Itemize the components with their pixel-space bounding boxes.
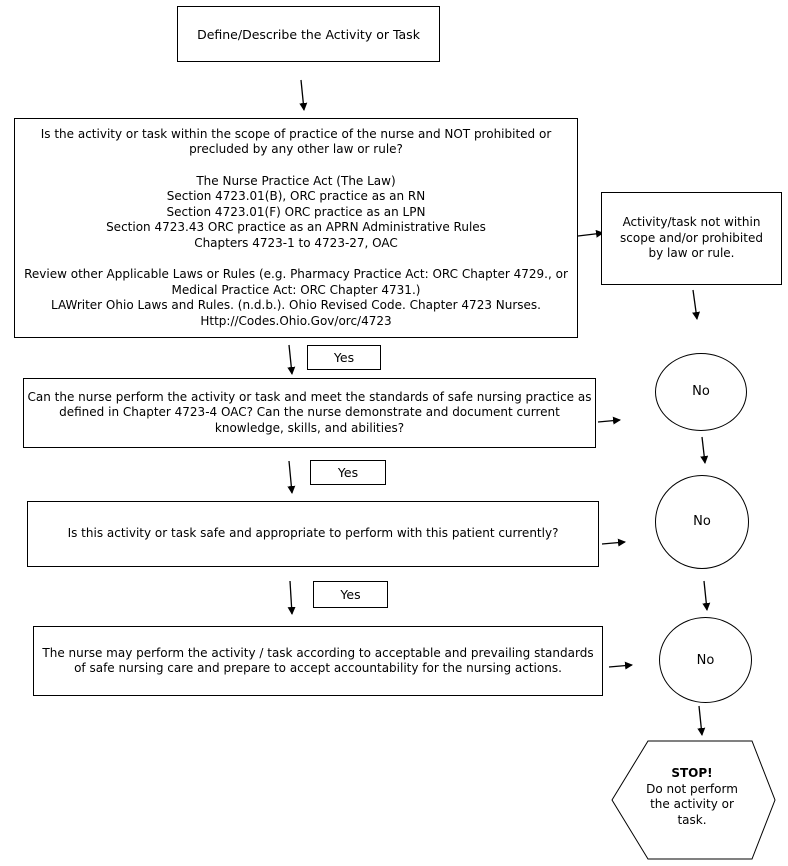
- no-ellipse-3: No: [659, 617, 752, 703]
- arrow-step3-to-step4: [287, 460, 296, 494]
- safe-practice-standards-content: Can the nurse perform the activity or ta…: [28, 390, 592, 437]
- stop-label: STOP! Do not perform the activity or tas…: [630, 766, 754, 828]
- may-perform-content: The nurse may perform the activity / tas…: [42, 646, 593, 677]
- arrow-not-within-to-no1: [692, 289, 701, 320]
- no-text: No: [696, 653, 715, 668]
- arrow-step5-to-no3: [608, 661, 633, 670]
- law-reference-line: Chapters 4723-1 to 4723-27, OAC: [194, 235, 398, 250]
- not-within-scope-line: by law or rule.: [648, 246, 735, 261]
- define-activity-text: Define/Describe the Activity or Task: [197, 26, 420, 42]
- review-laws-line: Medical Practice Act: ORC Chapter 4731.): [171, 282, 421, 297]
- arrow-step4-to-no2: [601, 538, 626, 547]
- not-within-scope-box: Activity/task not within scope and/or pr…: [601, 192, 782, 285]
- scope-of-practice-content: Is the activity or task within the scope…: [24, 127, 568, 330]
- arrow-no3-to-stop: [697, 705, 706, 736]
- law-reference-line: Section 4723.01(F) ORC practice as an LP…: [166, 204, 426, 219]
- patient-safety-line: Is this activity or task safe and approp…: [67, 526, 559, 541]
- review-laws-line: LAWriter Ohio Laws and Rules. (n.d.b.). …: [50, 298, 541, 313]
- review-laws-line: Http://Codes.Ohio.Gov/orc/4723: [200, 313, 392, 328]
- yes-text: Yes: [340, 587, 361, 602]
- law-reference-line: Section 4723.43 ORC practice as an APRN …: [106, 220, 486, 235]
- may-perform-line: of safe nursing care and prepare to acce…: [74, 661, 562, 675]
- stop-line: the activity or: [650, 797, 734, 811]
- review-laws-line: Review other Applicable Laws or Rules (e…: [24, 267, 568, 282]
- safe-practice-standards-box: Can the nurse perform the activity or ta…: [23, 378, 596, 448]
- yes-label-1: Yes: [307, 345, 381, 370]
- yes-text: Yes: [337, 465, 359, 480]
- stop-line: task.: [677, 812, 707, 827]
- no-ellipse-2: No: [655, 475, 749, 569]
- scope-of-practice-box: Is the activity or task within the scope…: [14, 118, 578, 338]
- may-perform-line: The nurse may perform the activity / tas…: [42, 645, 594, 660]
- define-activity-box: Define/Describe the Activity or Task: [177, 6, 440, 62]
- stop-hexagon: [611, 740, 776, 860]
- arrow-step2-to-not-within: [577, 229, 604, 238]
- law-reference-line: The Nurse Practice Act (The Law): [196, 173, 396, 188]
- arrow-step1-to-step2: [299, 79, 308, 111]
- yes-label-2: Yes: [310, 460, 386, 485]
- arrow-step2-to-step3: [287, 344, 296, 375]
- arrow-no1-to-no2: [700, 436, 709, 464]
- no-text: No: [693, 514, 711, 529]
- arrow-step3-to-no1: [597, 416, 621, 425]
- scope-question-line: Is the activity or task within the scope…: [40, 126, 552, 141]
- law-reference-line: Section 4723.01(B), ORC practice as an R…: [166, 189, 426, 204]
- no-ellipse-1: No: [655, 353, 747, 431]
- safe-practice-line: defined in Chapter 4723-4 OAC? Can the n…: [59, 405, 560, 420]
- yes-label-3: Yes: [313, 581, 388, 608]
- safe-practice-line: knowledge, skills, and abilities?: [214, 420, 405, 435]
- arrow-no2-to-no3: [702, 580, 711, 611]
- not-within-scope-line: scope and/or prohibited: [620, 230, 763, 245]
- no-text: No: [692, 384, 710, 399]
- patient-safety-box: Is this activity or task safe and approp…: [27, 501, 599, 567]
- may-perform-box: The nurse may perform the activity / tas…: [33, 626, 603, 696]
- yes-text: Yes: [333, 350, 355, 365]
- scope-question-line: precluded by any other law or rule?: [189, 142, 403, 157]
- stop-title: STOP!: [671, 766, 713, 780]
- stop-line: Do not perform: [646, 781, 738, 796]
- arrow-step4-to-step5: [287, 580, 296, 615]
- not-within-scope-content: Activity/task not within scope and/or pr…: [620, 215, 763, 262]
- safe-practice-line: Can the nurse perform the activity or ta…: [27, 389, 592, 404]
- not-within-scope-line: Activity/task not within: [622, 215, 761, 230]
